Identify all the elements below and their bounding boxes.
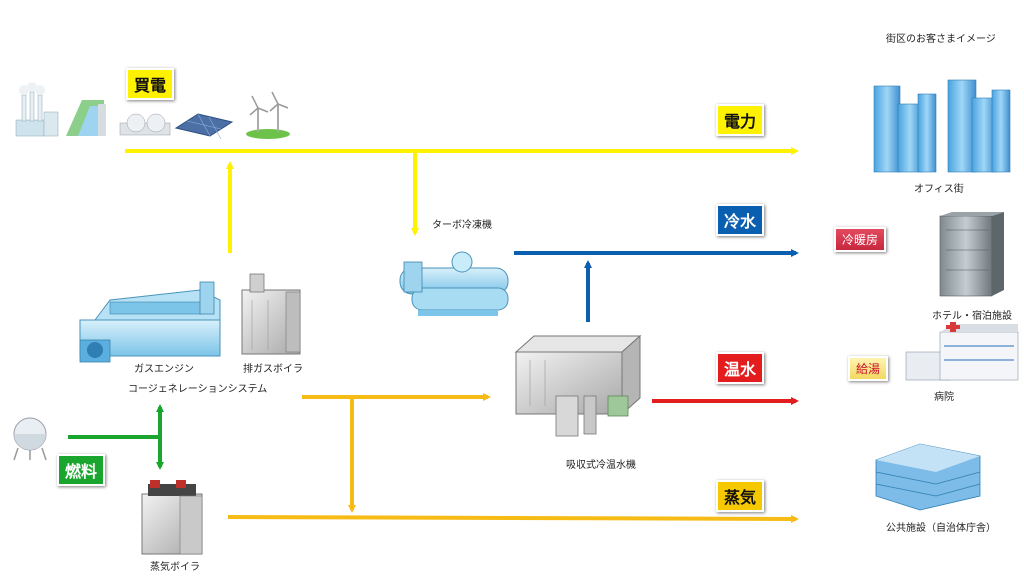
fuel-tag: 燃料 [57,454,106,486]
steam-tag: 蒸気 [716,480,765,512]
consumer-hospital-label: 病院 [934,392,954,403]
turbo-chiller-icon [399,251,509,316]
steam-flow [227,393,799,523]
wind-turbine-icon [246,91,290,139]
turbo-chiller-label: ターボ冷凍機 [432,220,492,231]
power-flow [125,147,799,253]
gas-tank-icon [13,417,47,461]
district-title: 街区のお客さまイメージ [886,34,996,45]
public-building-icon [875,443,981,511]
hot-water-tag: 温水 [716,352,765,384]
nuclear-plant-icon [119,113,171,136]
hospital-building-icon [905,322,1019,381]
hotel-building-icon [939,212,1004,297]
consumer-hotel-label: ホテル・宿泊施設 [932,311,1012,322]
gas-engine-icon [79,281,221,363]
gas-engine-label: ガスエンジン [134,364,194,375]
cold-water-flow [514,249,799,322]
absorption-chiller-label: 吸収式冷温水機 [566,460,636,471]
steam-boiler-label: 蒸気ボイラ [150,562,200,573]
steam-boiler-icon [141,480,203,555]
fuel-flow [68,404,164,470]
cold-water-tag: 冷水 [716,204,765,236]
hydro-dam-icon [66,100,106,136]
buy-power-tag: 買電 [126,68,175,100]
absorption-chiller-icon [514,334,642,437]
thermal-plant-icon [15,82,59,137]
steam-main-line [227,514,799,523]
solar-panel-icon [174,113,234,140]
exhaust-boiler-icon [241,273,301,355]
exhaust-boiler-label: 排ガスボイラ [243,364,303,375]
consumer-public-label: 公共施設（自治体庁舎） [886,523,996,534]
hot-water-supply-tag: 給湯 [848,356,889,381]
power-tag: 電力 [716,104,765,136]
heating-cooling-tag: 冷暖房 [834,227,887,252]
consumer-office-label: オフィス街 [914,184,964,195]
office-buildings-icon [873,79,1011,173]
cogeneration-label: コージェネレーションシステム [128,384,268,395]
